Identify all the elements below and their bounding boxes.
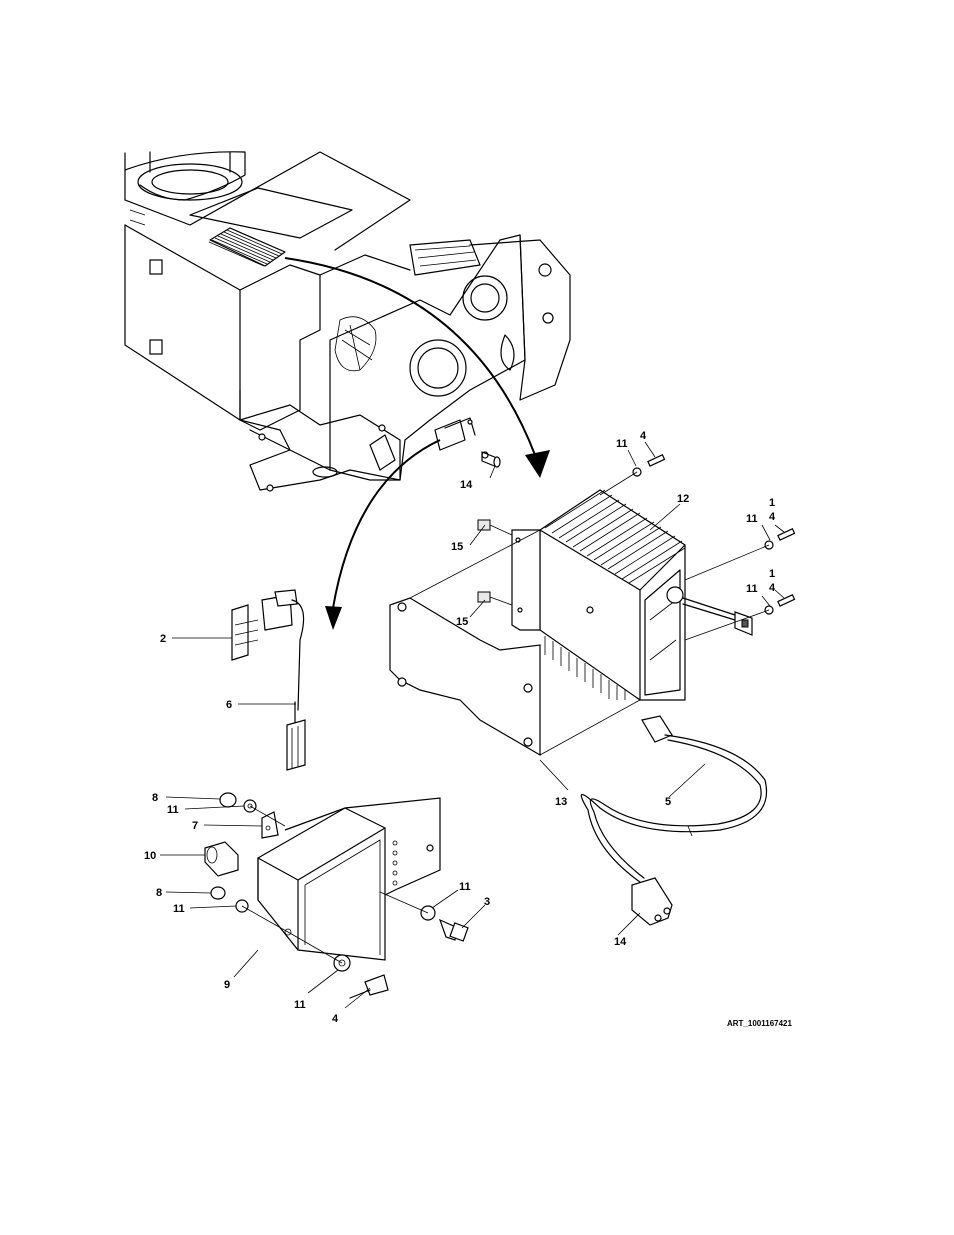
callout-11: 11: [167, 804, 179, 816]
location-arrow-harness: [325, 439, 441, 630]
callout-14: 14: [614, 936, 627, 948]
callout-labels: 11 4 12 1 4 11 1 4 11 14 15 15 2 6 13 5 …: [144, 430, 776, 1025]
callout-9: 9: [224, 979, 230, 991]
wire-harness: [231, 589, 306, 771]
callout-1: 1: [769, 568, 775, 580]
art-id-label: ART_1001167421: [727, 1019, 792, 1028]
electrical-enclosure: [257, 797, 441, 961]
callout-4: 4: [769, 582, 776, 594]
ac-power-cord: [580, 715, 767, 926]
callout-15: 15: [451, 541, 463, 553]
callout-11: 11: [459, 881, 471, 893]
callout-4: 4: [640, 430, 647, 442]
callout-5: 5: [665, 796, 671, 808]
charger-screws-washers: [599, 454, 796, 641]
callout-11: 11: [746, 583, 758, 595]
callout-11: 11: [616, 438, 628, 450]
clip-upper: [477, 519, 491, 531]
callout-4: 4: [769, 511, 776, 523]
clip-lower: [477, 591, 491, 603]
callout-15: 15: [456, 616, 468, 628]
callout-1: 1: [769, 497, 775, 509]
callout-14: 14: [460, 479, 473, 491]
battery-charger: [511, 489, 753, 701]
callout-8: 8: [156, 887, 162, 899]
callout-12: 12: [677, 493, 689, 505]
callout-11: 11: [294, 999, 306, 1011]
callout-3: 3: [484, 896, 490, 908]
enclosure-hardware: [204, 792, 469, 999]
callout-10: 10: [144, 850, 156, 862]
callout-11: 11: [173, 903, 185, 915]
leader-lines: [160, 441, 785, 1009]
charger-heatsink-fins: [544, 489, 686, 700]
callout-4: 4: [332, 1013, 339, 1025]
callout-6: 6: [226, 699, 232, 711]
callout-13: 13: [555, 796, 567, 808]
charger-mounting-plate: [389, 529, 641, 757]
heat-fins: [208, 227, 286, 267]
callout-11: 11: [746, 513, 758, 525]
location-arrow-charger: [284, 257, 550, 478]
callout-7: 7: [192, 820, 198, 832]
callout-8: 8: [152, 792, 158, 804]
callout-2: 2: [160, 633, 166, 645]
chassis-frame: [124, 151, 571, 492]
